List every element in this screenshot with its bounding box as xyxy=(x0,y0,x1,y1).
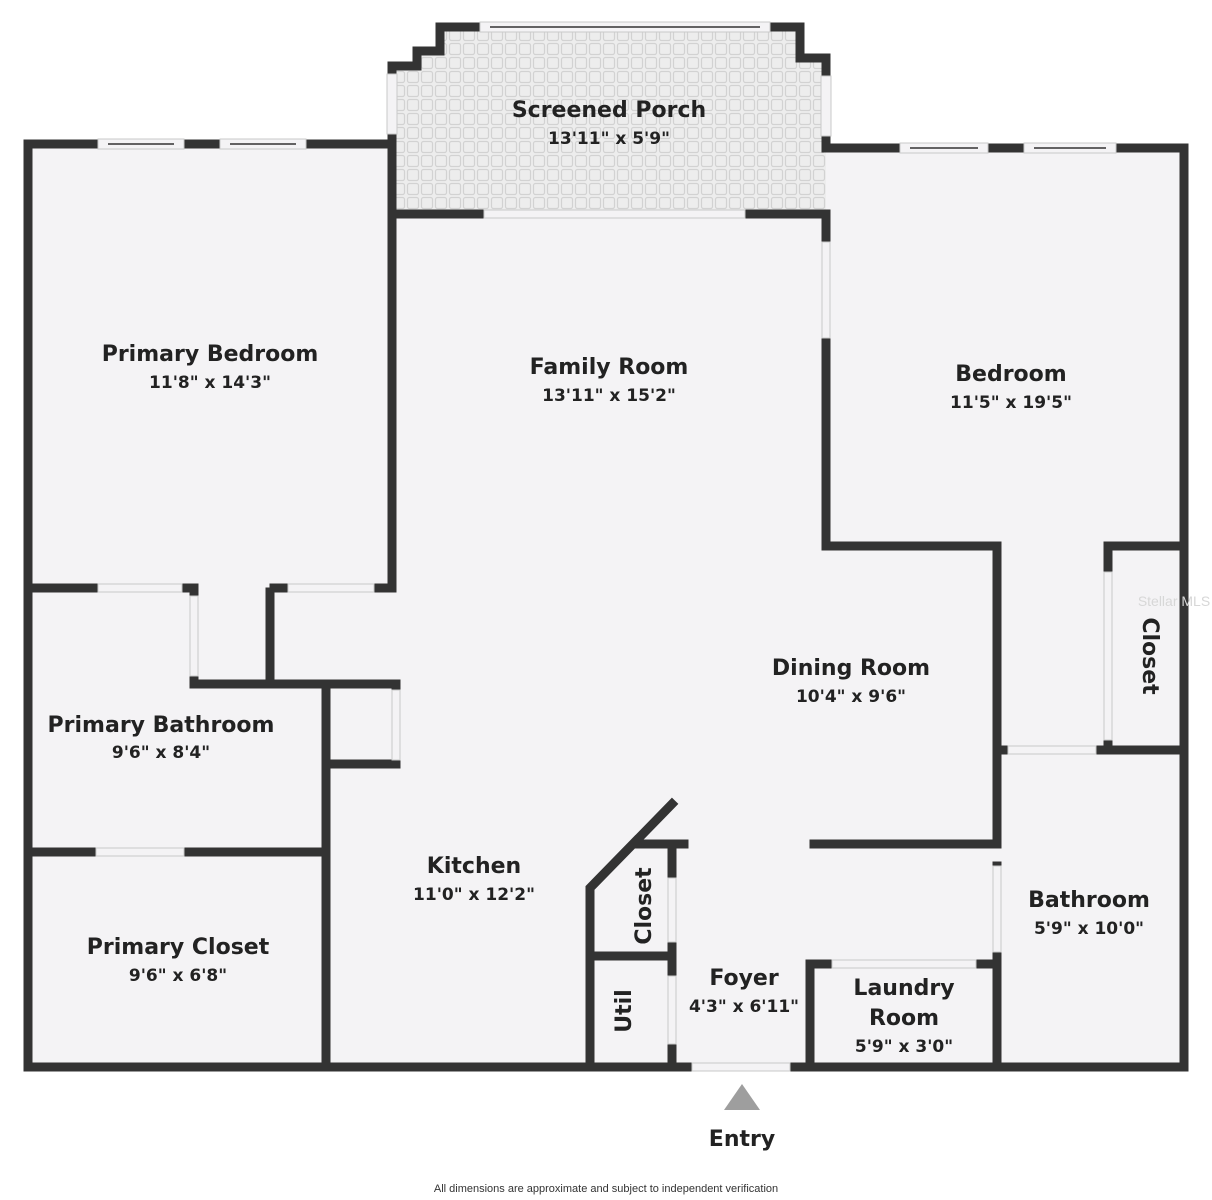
room-name-primary-bathroom: Primary Bathroom xyxy=(48,713,275,738)
room-dims-family-room: 13'11" x 15'2" xyxy=(542,386,676,406)
door-opening xyxy=(667,877,677,943)
room-name-family-room: Family Room xyxy=(530,355,689,380)
slider-door xyxy=(483,209,746,219)
room-name-closet-right: Closet xyxy=(1137,617,1162,695)
room-name-kitchen: Kitchen xyxy=(427,854,521,879)
door-opening xyxy=(97,583,183,593)
door-opening xyxy=(1007,745,1097,755)
room-name-laundry-room-line2: Room xyxy=(869,1006,939,1031)
door-opening xyxy=(1103,571,1113,741)
room-name-laundry-room-line1: Laundry xyxy=(853,976,954,1001)
entry-label: Entry xyxy=(709,1127,775,1152)
room-labels: Screened Porch 13'11" x 5'9" Primary Bed… xyxy=(48,98,1162,1057)
room-dims-dining-room: 10'4" x 9'6" xyxy=(796,687,906,707)
room-name-closet-hall: Closet xyxy=(632,867,657,945)
room-dims-kitchen: 11'0" x 12'2" xyxy=(413,885,535,905)
disclaimer: All dimensions are approximate and subje… xyxy=(434,1183,778,1195)
room-name-bathroom: Bathroom xyxy=(1028,888,1150,913)
entry-door xyxy=(691,1062,791,1072)
room-name-primary-bedroom: Primary Bedroom xyxy=(102,342,319,367)
room-name-primary-closet: Primary Closet xyxy=(87,935,270,960)
room-dims-screened-porch: 13'11" x 5'9" xyxy=(548,129,670,149)
door-opening xyxy=(992,865,1002,953)
room-name-screened-porch: Screened Porch xyxy=(512,98,706,123)
room-dims-bathroom: 5'9" x 10'0" xyxy=(1034,919,1144,939)
entry-arrow-icon xyxy=(724,1084,760,1110)
room-dims-foyer: 4'3" x 6'11" xyxy=(689,997,799,1017)
room-dims-laundry-room: 5'9" x 3'0" xyxy=(855,1037,953,1057)
door-opening xyxy=(831,959,977,969)
door-opening xyxy=(189,595,199,677)
door-opening xyxy=(391,689,401,761)
door-opening xyxy=(95,847,185,857)
door-opening xyxy=(821,241,831,339)
room-name-foyer: Foyer xyxy=(709,966,779,991)
door-opening xyxy=(667,975,677,1045)
room-name-dining-room: Dining Room xyxy=(772,656,930,681)
room-dims-primary-bathroom: 9'6" x 8'4" xyxy=(112,743,210,763)
exterior-wall-left-bottom xyxy=(23,139,1189,1072)
windows xyxy=(95,21,1117,1072)
floor-fills xyxy=(28,27,1183,1067)
screen xyxy=(386,73,398,135)
room-name-bedroom: Bedroom xyxy=(955,362,1066,387)
room-dims-bedroom: 11'5" x 19'5" xyxy=(950,393,1072,413)
room-name-util: Util xyxy=(612,989,637,1032)
screen xyxy=(820,75,832,137)
porch-floor xyxy=(392,27,826,214)
room-dims-primary-closet: 9'6" x 6'8" xyxy=(129,966,227,986)
watermark: Stellar MLS xyxy=(1138,593,1210,609)
door-opening xyxy=(287,583,375,593)
room-dims-primary-bedroom: 11'8" x 14'3" xyxy=(149,373,271,393)
